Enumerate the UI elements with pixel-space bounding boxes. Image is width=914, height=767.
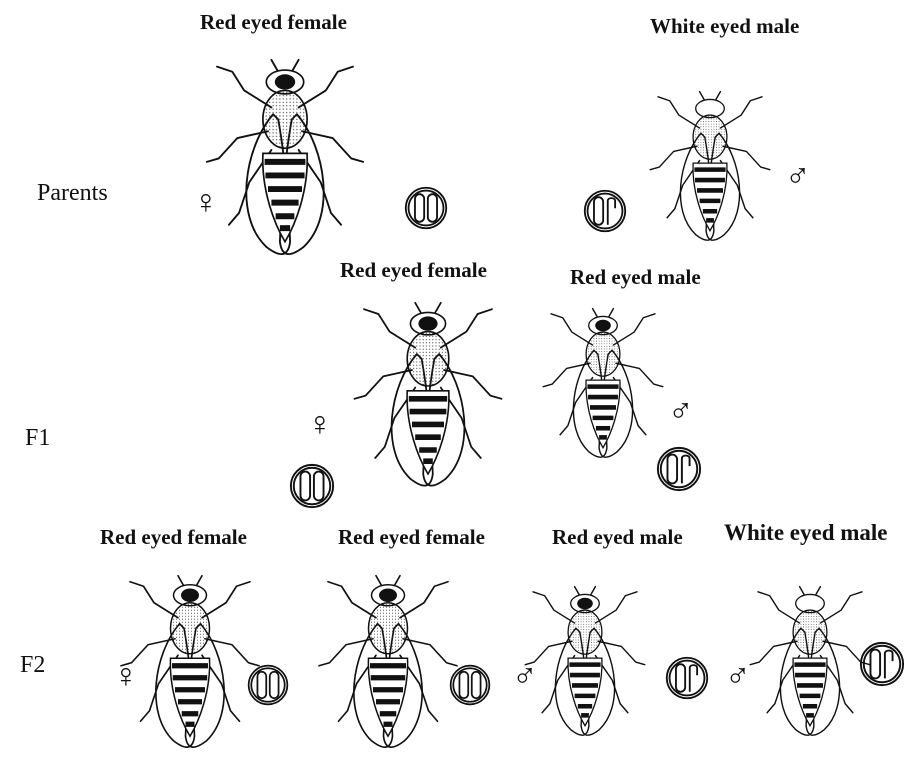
xy-chromosome-icon xyxy=(664,655,710,701)
female-symbol-icon: ♀ xyxy=(307,408,333,442)
xx-chromosome-icon xyxy=(246,663,290,707)
row-label-f2: F2 xyxy=(20,652,45,679)
fly-f2-red-eyed-male xyxy=(520,560,650,755)
xy-chromosome-icon xyxy=(582,188,628,234)
label-f1-female: Red eyed female xyxy=(340,258,487,283)
female-symbol-icon: ♀ xyxy=(193,186,219,220)
male-symbol-icon: ♂ xyxy=(725,660,751,694)
xy-chromosome-icon xyxy=(655,445,703,493)
xy-chromosome-icon xyxy=(858,640,906,688)
label-f2-male-1: Red eyed male xyxy=(552,525,683,550)
xx-chromosome-icon xyxy=(448,663,492,707)
fly-f2-white-eyed-male xyxy=(745,565,875,750)
fly-f1-red-eyed-female xyxy=(348,285,508,495)
label-f2-female-1: Red eyed female xyxy=(100,525,247,550)
fly-parent-white-eyed-male xyxy=(645,80,775,245)
fly-parent-red-eyed-female xyxy=(200,40,370,265)
row-label-f1: F1 xyxy=(25,425,50,452)
fly-f2-red-eyed-female-2 xyxy=(313,555,463,760)
fly-f1-red-eyed-male xyxy=(538,292,668,467)
label-f2-male-2: White eyed male xyxy=(724,520,888,546)
xx-chromosome-icon xyxy=(403,185,449,231)
label-f1-male: Red eyed male xyxy=(570,265,701,290)
female-symbol-icon: ♀ xyxy=(113,660,139,694)
male-symbol-icon: ♂ xyxy=(785,160,811,194)
male-symbol-icon: ♂ xyxy=(512,660,538,694)
label-f2-female-2: Red eyed female xyxy=(338,525,485,550)
label-parent-female: Red eyed female xyxy=(200,10,347,35)
row-label-parents: Parents xyxy=(37,180,108,207)
xx-chromosome-icon xyxy=(288,462,336,510)
male-symbol-icon: ♂ xyxy=(668,395,694,429)
label-parent-male: White eyed male xyxy=(650,14,799,39)
